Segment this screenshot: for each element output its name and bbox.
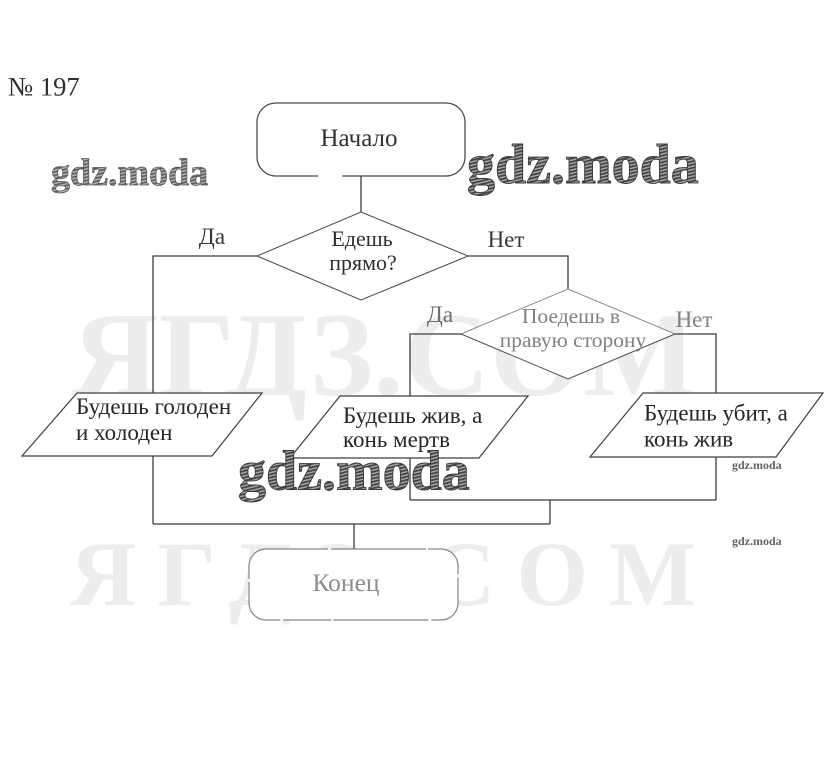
- svg-text:прямо?: прямо?: [329, 250, 397, 275]
- svg-text:Нет: Нет: [488, 227, 525, 252]
- svg-text:конь жив: конь жив: [644, 427, 733, 452]
- svg-text:правую сторону: правую сторону: [500, 328, 647, 352]
- svg-text:Начало: Начало: [320, 125, 397, 152]
- svg-text:gdz.moda: gdz.moda: [467, 134, 699, 196]
- svg-text:Будешь жив, а: Будешь жив, а: [343, 403, 482, 428]
- svg-text:gdz.moda: gdz.moda: [732, 458, 782, 472]
- svg-text:Да: Да: [427, 302, 454, 328]
- svg-text:конь мертв: конь мертв: [343, 427, 450, 452]
- svg-text:Нет: Нет: [676, 307, 713, 332]
- svg-text:gdz.moda: gdz.moda: [238, 441, 470, 503]
- svg-text:Будешь голоден: Будешь голоден: [76, 394, 231, 419]
- svg-text:Едешь: Едешь: [331, 226, 392, 251]
- svg-text:Конец: Конец: [312, 568, 379, 597]
- svg-text:Будешь убит, а: Будешь убит, а: [644, 401, 788, 426]
- svg-text:Поедешь в: Поедешь в: [522, 304, 620, 328]
- svg-text:gdz.moda: gdz.moda: [51, 152, 208, 194]
- svg-text:№ 197: № 197: [8, 72, 80, 102]
- svg-text:и холоден: и холоден: [76, 420, 172, 445]
- svg-text:gdz.moda: gdz.moda: [732, 534, 782, 548]
- svg-text:Да: Да: [199, 224, 226, 250]
